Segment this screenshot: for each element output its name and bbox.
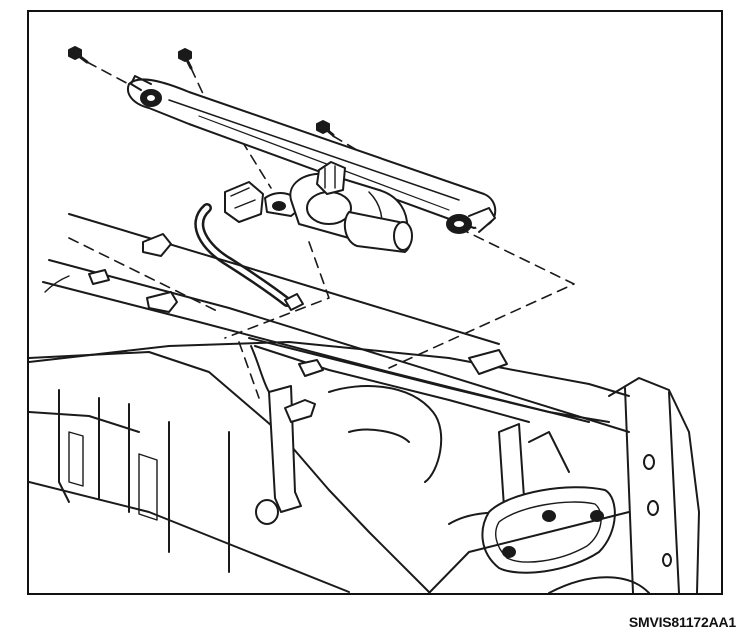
cowl-panel: [29, 213, 630, 433]
wiper-linkage-illustration: [29, 46, 700, 593]
bolt-right: [316, 120, 335, 137]
bolt-left: [68, 46, 89, 64]
left-body-frame: [29, 351, 430, 593]
bolt-center: [178, 48, 193, 70]
wiper-motor: [289, 161, 413, 253]
figure-reference-code: SMVIS81172AA1: [628, 614, 736, 630]
illustration-frame: [27, 10, 723, 595]
right-fender-structure: [428, 377, 700, 593]
